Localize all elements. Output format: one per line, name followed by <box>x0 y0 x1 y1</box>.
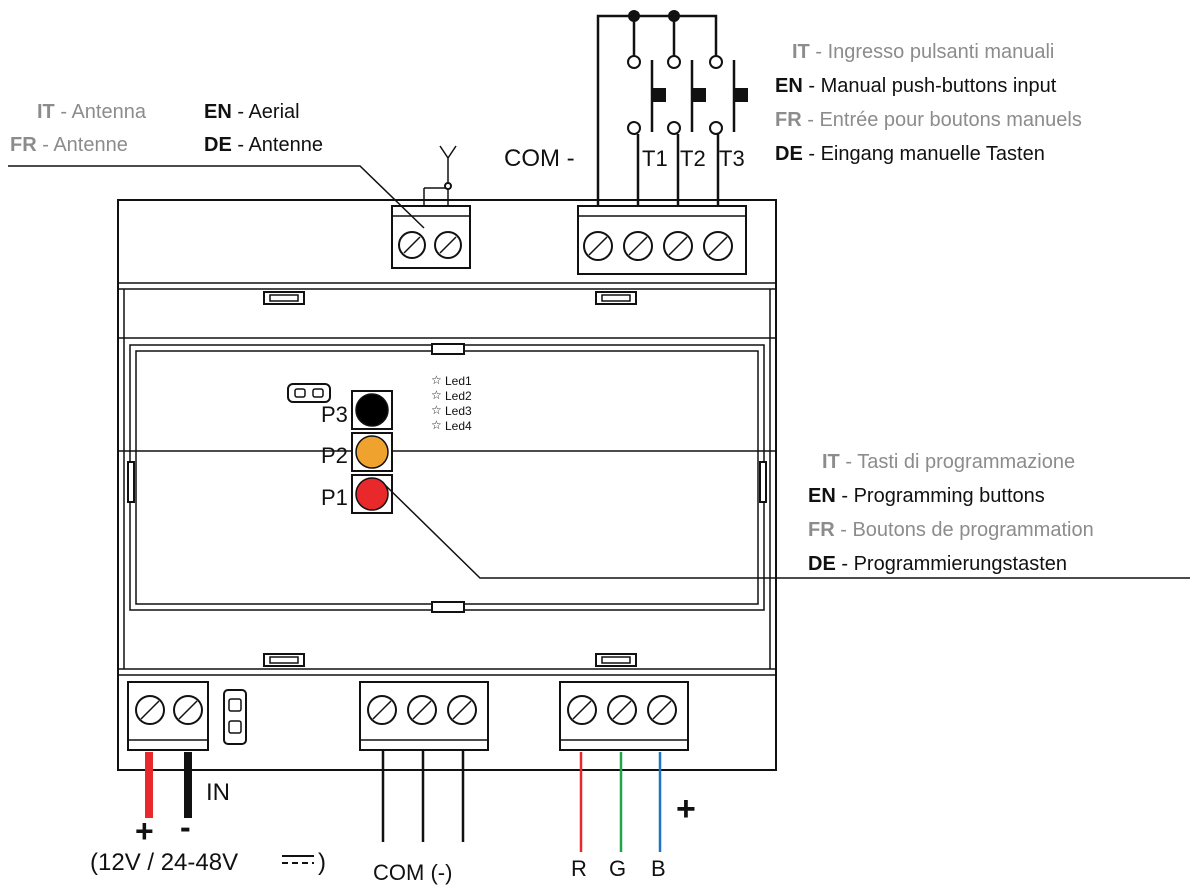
antenna-callout-line <box>8 165 425 229</box>
buttons-input-label-it: IT - Ingresso pulsanti manuali <box>792 41 1054 63</box>
com-terminal-block <box>359 681 489 751</box>
rail-clip <box>263 291 305 305</box>
p3-label: P3 <box>321 402 348 427</box>
com-terminal-label: COM - <box>504 145 575 172</box>
led2-label: Led2 <box>445 389 472 403</box>
minus-sign: - <box>180 809 191 845</box>
g-label: G <box>609 856 626 881</box>
buttons-input-label-en: EN - Manual push-buttons input <box>775 75 1057 97</box>
buttons-input-label-fr: FR - Entrée pour boutons manuels <box>775 109 1082 131</box>
power-terminal-block <box>127 681 209 751</box>
p1-label: P1 <box>321 485 348 510</box>
antenna-label-fr: FR - Antenne <box>10 134 128 156</box>
programming-button-p2[interactable] <box>351 432 393 472</box>
power-in-label: IN <box>206 779 230 806</box>
led-star-icon: ☆ <box>431 388 442 402</box>
antenna-label-de: DE - Antenne <box>204 134 323 156</box>
panel-clip <box>431 601 465 613</box>
t2-label: T2 <box>680 146 706 171</box>
rgb-plus-sign: + <box>676 790 696 828</box>
antenna-label-en: EN - Aerial <box>204 101 300 123</box>
device-body <box>117 199 777 771</box>
b-label: B <box>651 856 666 881</box>
com-out-label: COM (-) <box>373 860 452 885</box>
led1-label: Led1 <box>445 374 472 388</box>
t3-label: T3 <box>719 146 745 171</box>
programming-label-fr: FR - Boutons de programmation <box>808 519 1094 541</box>
antenna-icon <box>423 145 457 206</box>
led-star-icon: ☆ <box>431 418 442 432</box>
p1-button-icon <box>355 477 389 511</box>
r-label: R <box>571 856 587 881</box>
p3-button-icon <box>355 393 389 427</box>
p2-label: P2 <box>321 443 348 468</box>
buttons-input-label: IT - Ingresso pulsanti manuali EN - Manu… <box>775 41 1082 165</box>
plus-sign: + <box>135 813 154 849</box>
push-button-terminal-block <box>577 205 747 275</box>
antenna-label: IT - Antenna EN - Aerial FR - Antenne DE… <box>10 101 323 156</box>
power-jumper-icon <box>223 689 247 745</box>
panel-clip <box>759 461 767 503</box>
led-star-icon: ☆ <box>431 373 442 387</box>
push-button-wiring <box>596 10 748 206</box>
antenna-terminal-block <box>391 205 471 269</box>
programming-label: IT - Tasti di programmazione EN - Progra… <box>808 451 1094 575</box>
programming-button-p1[interactable] <box>351 474 393 514</box>
jumper-icon <box>287 383 331 403</box>
led3-label: Led3 <box>445 404 472 418</box>
led4-label: Led4 <box>445 419 472 433</box>
programming-label-en: EN - Programming buttons <box>808 485 1045 507</box>
led-list: ☆ Led1 ☆ Led2 ☆ Led3 ☆ Led4 <box>431 373 472 433</box>
panel-clip <box>127 461 135 503</box>
rail-clip <box>595 291 637 305</box>
p2-button-icon <box>355 435 389 469</box>
programming-callout-line <box>384 484 1190 579</box>
programming-label-it: IT - Tasti di programmazione <box>822 451 1075 473</box>
programming-label-de: DE - Programmierungstasten <box>808 553 1067 575</box>
panel-clip <box>431 343 465 355</box>
voltage-text: (12V / 24-48V <box>90 849 238 876</box>
rail-clip <box>263 653 305 667</box>
voltage-label: (12V / 24-48V ) <box>90 849 326 876</box>
antenna-label-it: IT - Antenna <box>37 101 147 123</box>
led-star-icon: ☆ <box>431 403 442 417</box>
rail-clip <box>595 653 637 667</box>
t1-label: T1 <box>642 146 668 171</box>
buttons-input-label-de: DE - Eingang manuelle Tasten <box>775 143 1045 165</box>
programming-button-p3[interactable] <box>351 390 393 430</box>
voltage-close: ) <box>318 849 326 876</box>
rgb-terminal-block <box>559 681 689 751</box>
